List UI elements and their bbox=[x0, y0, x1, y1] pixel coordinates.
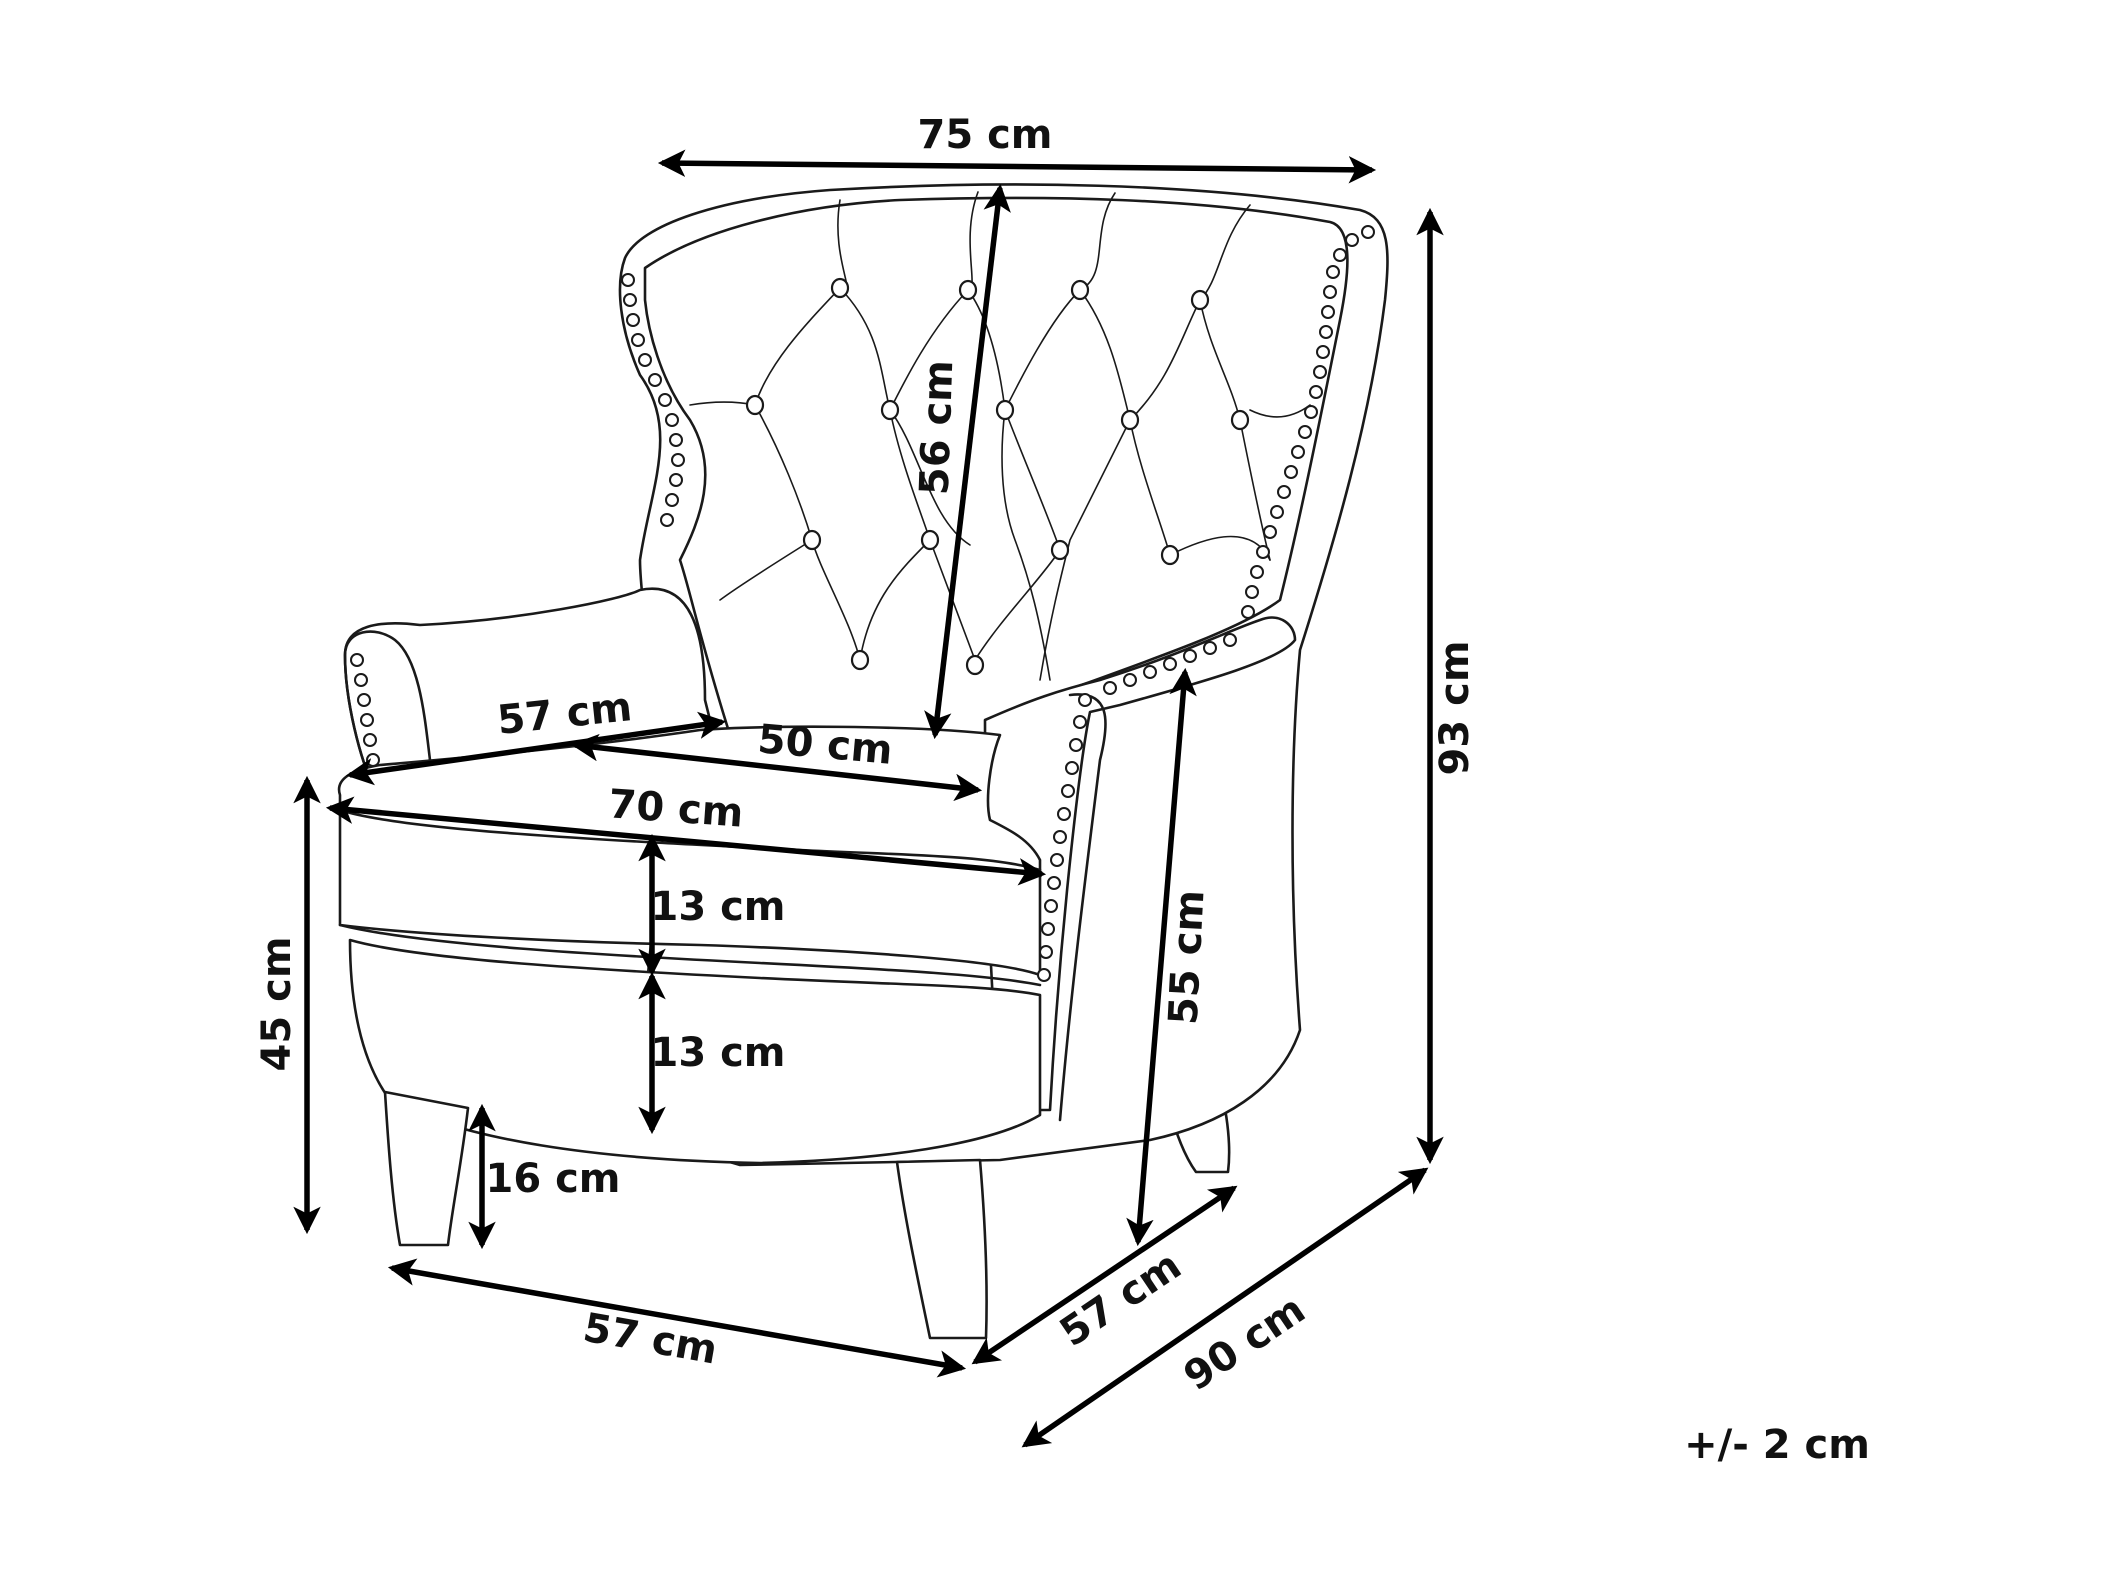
arrow-seat-width-inner bbox=[570, 733, 983, 802]
arrow-base-width bbox=[387, 1258, 967, 1378]
arrow-armrest-height bbox=[1126, 667, 1197, 1247]
backrest-left-nailhead-trim bbox=[621, 273, 685, 527]
front-right-leg bbox=[895, 1158, 988, 1340]
label-base-width: 57 cm bbox=[580, 1305, 721, 1374]
label-base-front-height: 13 cm bbox=[651, 1030, 786, 1076]
label-tolerance: +/- 2 cm bbox=[1684, 1422, 1870, 1468]
arrow-overall-width bbox=[657, 149, 1377, 184]
arrow-seat-depth bbox=[345, 711, 727, 786]
label-overall-width: 75 cm bbox=[918, 112, 1053, 158]
arrow-overall-depth bbox=[1021, 1167, 1429, 1448]
front-left-leg bbox=[383, 1090, 470, 1247]
seat-cushion-bottom-piping bbox=[338, 923, 1042, 987]
label-cushion-thickness: 13 cm bbox=[651, 884, 786, 930]
label-armrest-height: 55 cm bbox=[1161, 889, 1214, 1026]
dimension-arrows bbox=[293, 149, 1444, 1448]
arrow-seat-width-front bbox=[325, 796, 1047, 886]
label-leg-height: 16 cm bbox=[486, 1156, 621, 1202]
backrest-right-nailhead-trim bbox=[1241, 225, 1375, 619]
label-backrest-height: 56 cm bbox=[912, 359, 963, 496]
right-armrest-front bbox=[1058, 693, 1107, 1122]
label-overall-height: 93 cm bbox=[1432, 641, 1478, 776]
label-overall-depth: 90 cm bbox=[1176, 1286, 1314, 1400]
label-seat-height: 45 cm bbox=[254, 937, 300, 1072]
label-seat-width-front: 70 cm bbox=[607, 781, 745, 836]
arrow-backrest-height bbox=[924, 183, 1011, 740]
